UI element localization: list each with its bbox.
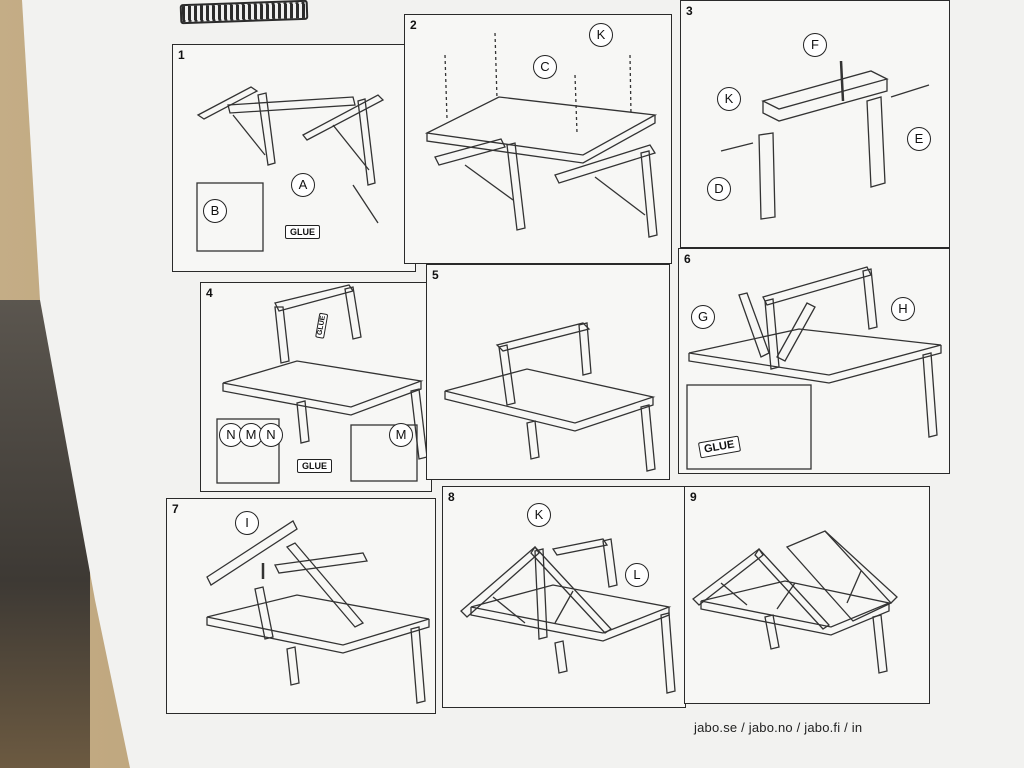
step-number: 7 [172,502,179,516]
step-panel-1: 1 A B GLUE [172,44,416,272]
step-number: 5 [432,268,439,282]
callout-label: A [291,173,315,197]
callout-label: C [533,55,557,79]
glue-label: GLUE [285,225,321,239]
step-panel-5: 5 [426,264,670,480]
step-number: 6 [684,252,691,266]
step-3-drawing [720,60,930,220]
callout-label: M [389,423,413,447]
step-5-drawing [444,322,656,472]
step-7-drawing [206,520,430,704]
callout-label: H [891,297,915,321]
step-9-drawing [692,530,898,674]
step-panel-6: 6 G H GLUE [678,248,950,474]
step-panel-8: 8 K L [442,486,686,708]
step-2-drawing [424,32,658,238]
step-number: 3 [686,4,693,18]
footer-websites: jabo.se / jabo.no / jabo.fi / in [694,720,863,735]
step-number: 9 [690,490,697,504]
ruler-graphic [179,0,309,25]
step-panel-7: 7 I [166,498,436,714]
step-panel-4: 4 N M N M GLUE GLUE [200,282,432,492]
callout-label: D [707,177,731,201]
callout-label: F [803,33,827,57]
callout-label: K [589,23,613,47]
step-panel-2: 2 C K [404,14,672,264]
step-number: 2 [410,18,417,32]
step-panel-3: 3 F K E D [680,0,950,248]
callout-label: N [259,423,283,447]
callout-label: M [239,423,263,447]
callout-label: I [235,511,259,535]
step-6-drawing [686,266,942,470]
step-number: 8 [448,490,455,504]
callout-label: K [717,87,741,111]
callout-label: E [907,127,931,151]
step-panel-9: 9 [684,486,930,704]
callout-label: N [219,423,243,447]
callout-label: K [527,503,551,527]
step-1-drawing [196,86,385,252]
glue-label: GLUE [297,459,333,473]
callout-label: B [203,199,227,223]
step-number: 4 [206,286,213,300]
step-8-drawing [460,538,676,694]
step-number: 1 [178,48,185,62]
callout-label: G [691,305,715,329]
callout-label: L [625,563,649,587]
